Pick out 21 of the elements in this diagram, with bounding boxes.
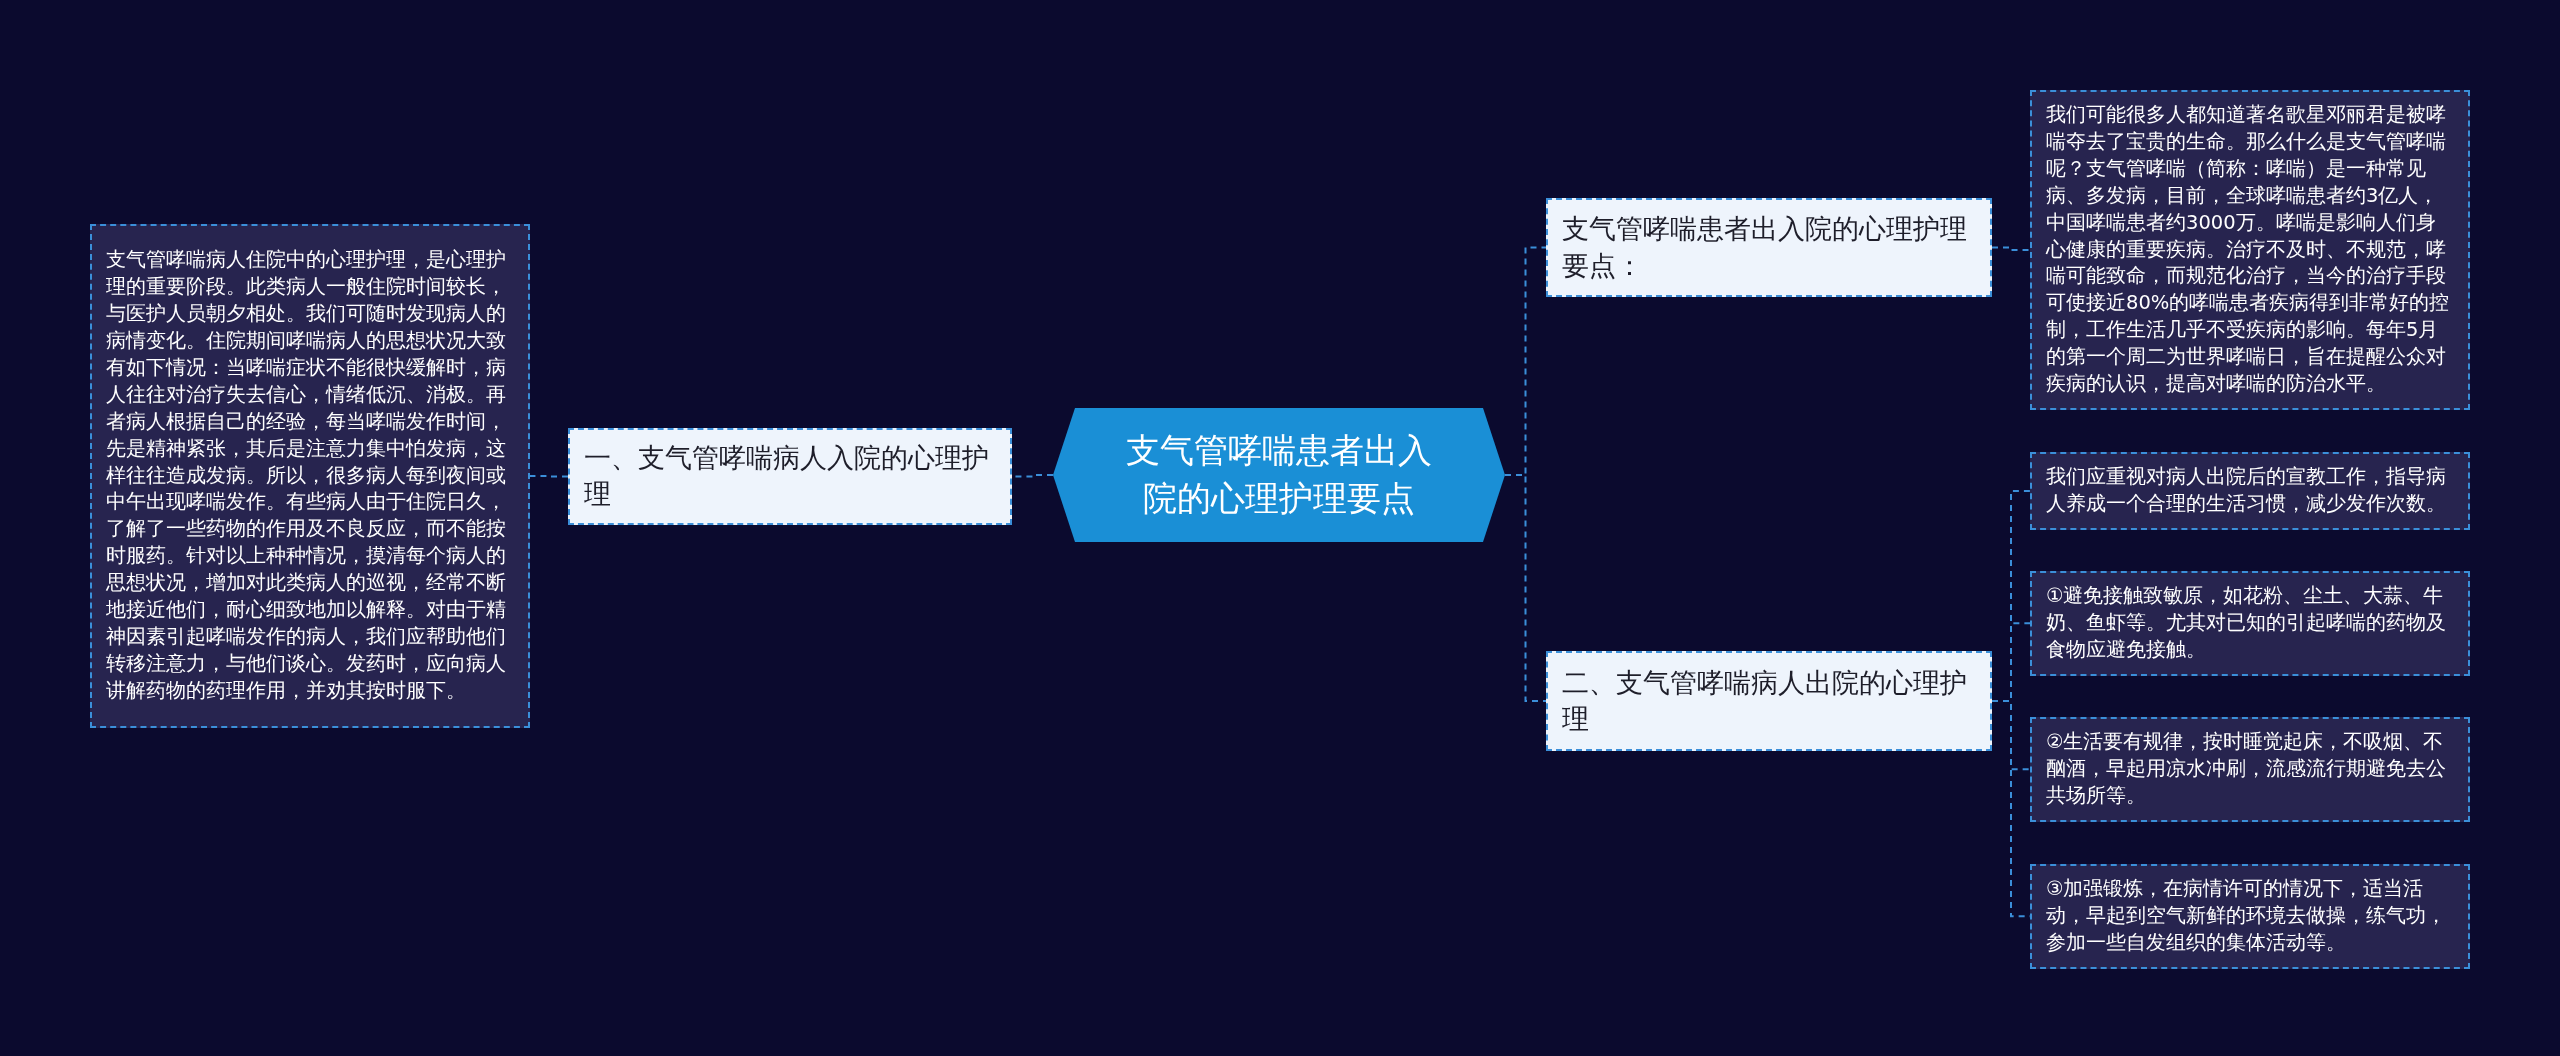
- note-box: [2030, 864, 2470, 969]
- topic-text: ①避免接触致敏原，如花粉、尘土、大蒜、牛奶、鱼虾等。尤其对已知的引起哮喘的药物及食物应避免接触。: [2046, 583, 2447, 663]
- note-box: [2030, 717, 2470, 822]
- topic-title: 支气管哮喘患者出入院的心理护理要点: [1125, 429, 1433, 520]
- connector-line: [1504, 474, 1547, 702]
- topic-text: ③加强锻炼，在病情许可的情况下，适当活动，早起到空气新鲜的环境去做操，练气功，参加一些自发组织的集体活动等。: [2046, 876, 2447, 956]
- topic-box: [1546, 198, 1992, 297]
- note-box: [90, 224, 530, 728]
- topic-text: ②生活要有规律，按时睡觉起床，不吸烟、不酗酒，早起用凉水冲刷，流感流行期避免去公共场所等。: [2046, 729, 2447, 809]
- topic-text: 支气管哮喘病人住院中的心理护理，是心理护理的重要阶段。此类病人一般住院时间较长，与医护人员朝夕相处。我们可随时发现病人的病情变化。住院期间哮喘病人的思想状况大致有如下情况：当哮喘症状不能很快缓解时，病人往往对治疗失去信心，情绪低沉、消极。再者病人根据自己的经验，每当哮喘发作时间，先是精神紧张，其后是注意力集中怕发病，这样往往造成发病。所以，很多病人每到夜间或中午出现哮喘发作。有些病人由于住院日久，了解了一些药物的作用及不良反应，而不能按时服药。针对以上种种情况，摸清每个病人的思想状况，增加对此类病人的巡视，经常不断地接近他们，耐心细致地加以解释。对由于精神因素引起哮喘发作的病人，我们应帮助他们转移注意力，与他们谈心。发药时，应向病人讲解药物的药理作用，并劝其按时服下。: [106, 247, 507, 704]
- topic-box: [1546, 651, 1992, 751]
- topic-text: 支气管哮喘患者出入院的心理护理要点：: [1562, 212, 1968, 283]
- connector-line: [1991, 246, 2031, 251]
- connector-line: [529, 475, 569, 478]
- topic-text: 我们可能很多人都知道著名歌星邓丽君是被哮喘夺去了宝贵的生命。那么什么是支气管哮喘呢？支气管哮喘（简称：哮喘）是一种常见病、多发病，目前，全球哮喘患者约3亿人，中国哮喘患者约3000万。哮喘是影响人们身心健康的重要疾病。治疗不及时、不规范，哮喘可能致命，而规范化治疗，当今的治疗手段可使接近80%的哮喘患者疾病得到非常好的控制，工作生活几乎不受疾病的影响。每年5月的第一个周二为世界哮喘日，旨在提醒公众对疾病的认识，提高对哮喘的防治水平。: [2046, 102, 2451, 398]
- topic-text: 我们应重视对病人出院后的宣教工作，指导病人养成一个合理的生活习惯，减少发作次数。: [2046, 464, 2447, 517]
- topic-box: [568, 428, 1012, 525]
- topic-text: 一、支气管哮喘病人入院的心理护理: [584, 441, 990, 512]
- note-box: [2030, 571, 2470, 676]
- note-box: [2030, 452, 2470, 530]
- topic-text: 二、支气管哮喘病人出院的心理护理: [1562, 665, 1968, 736]
